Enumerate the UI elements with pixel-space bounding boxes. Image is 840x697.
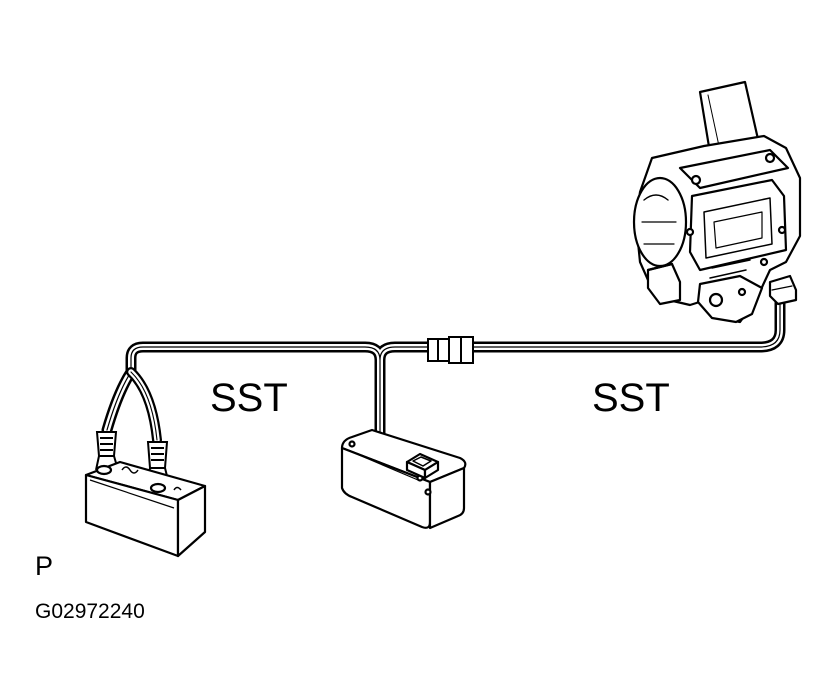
inline-connector — [427, 336, 474, 364]
battery-side — [176, 484, 207, 558]
seatbelt-retractor — [632, 80, 802, 324]
squib-connector — [768, 274, 798, 306]
push-button-icon — [405, 452, 440, 480]
main-cable — [101, 290, 786, 440]
sst-label-left: SST — [210, 376, 288, 420]
switch-box — [340, 428, 467, 530]
figure-code: G02972240 — [35, 600, 145, 623]
sst-cable-harness — [101, 290, 786, 445]
mounting-plate — [696, 274, 764, 324]
corner-mark: P — [35, 551, 54, 581]
battery — [84, 460, 207, 558]
switch-box-side — [428, 466, 466, 530]
sst-label-right: SST — [592, 376, 670, 420]
